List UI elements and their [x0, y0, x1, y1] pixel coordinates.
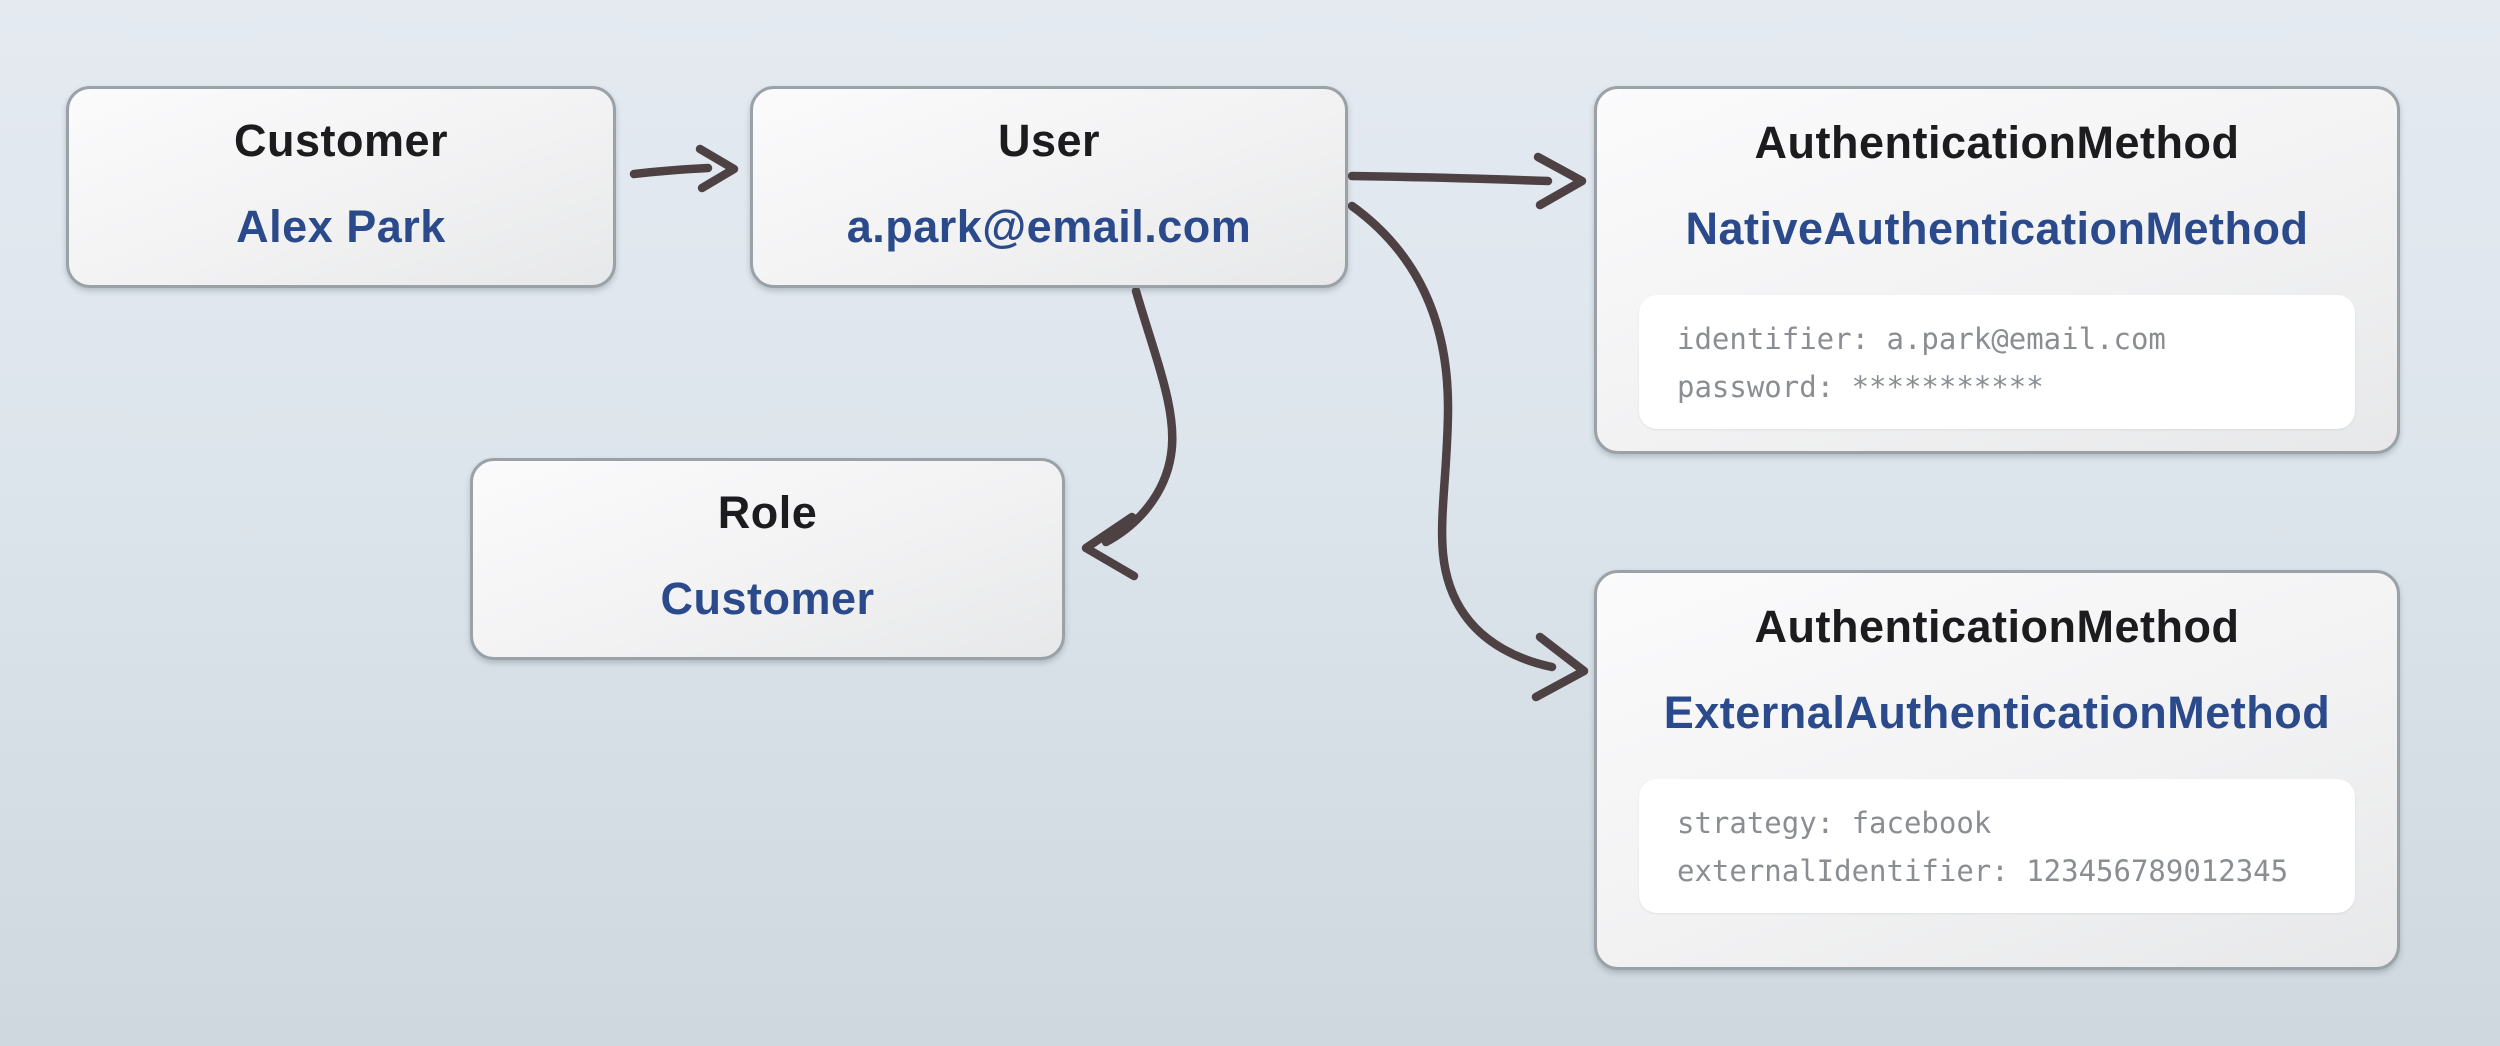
entity-role-value: Customer	[660, 573, 875, 624]
arrowhead-right-icon	[695, 144, 739, 193]
attribute-strategy: strategy: facebook	[1677, 806, 1992, 840]
entity-auth-external-value: ExternalAuthenticationMethod	[1663, 687, 2331, 738]
entity-role: Role Customer	[470, 458, 1065, 660]
arrowhead-right-icon	[1533, 152, 1587, 210]
edge-customer-to-user	[629, 144, 739, 193]
arrowhead-left-icon	[1081, 512, 1139, 581]
edge-shaft	[629, 163, 713, 179]
entity-auth-native-title: AuthenticationMethod	[1754, 117, 2240, 168]
entity-customer: Customer Alex Park	[66, 86, 616, 288]
attribute-password: password: ***********	[1677, 370, 2044, 404]
entity-user: User a.park@email.com	[750, 86, 1348, 288]
arrowhead-right-icon	[1531, 632, 1589, 702]
auth-external-attributes-panel: strategy: facebook externalIdentifier: 1…	[1639, 779, 2355, 913]
entity-role-title: Role	[717, 487, 818, 538]
entity-user-title: User	[997, 115, 1101, 166]
auth-native-attributes-panel: identifier: a.park@email.com password: *…	[1639, 295, 2355, 429]
edge-user-to-external-auth	[1347, 201, 1589, 702]
entity-customer-title: Customer	[233, 115, 449, 166]
entity-user-value: a.park@email.com	[846, 201, 1252, 252]
entity-auth-external-title: AuthenticationMethod	[1754, 601, 2240, 652]
attribute-external-identifier: externalIdentifier: 123456789012345	[1677, 854, 2289, 888]
edge-shaft	[1101, 286, 1177, 547]
entity-auth-native: AuthenticationMethod NativeAuthenticatio…	[1594, 86, 2400, 454]
entity-auth-external: AuthenticationMethod ExternalAuthenticat…	[1594, 570, 2400, 970]
entity-auth-native-value: NativeAuthenticationMethod	[1685, 203, 2309, 254]
edge-shaft	[1347, 201, 1557, 672]
edge-user-to-role	[1081, 286, 1177, 581]
entity-customer-value: Alex Park	[236, 201, 446, 252]
edge-shaft	[1347, 171, 1553, 186]
edge-user-to-native-auth	[1347, 152, 1587, 210]
attribute-identifier: identifier: a.park@email.com	[1677, 322, 2166, 356]
